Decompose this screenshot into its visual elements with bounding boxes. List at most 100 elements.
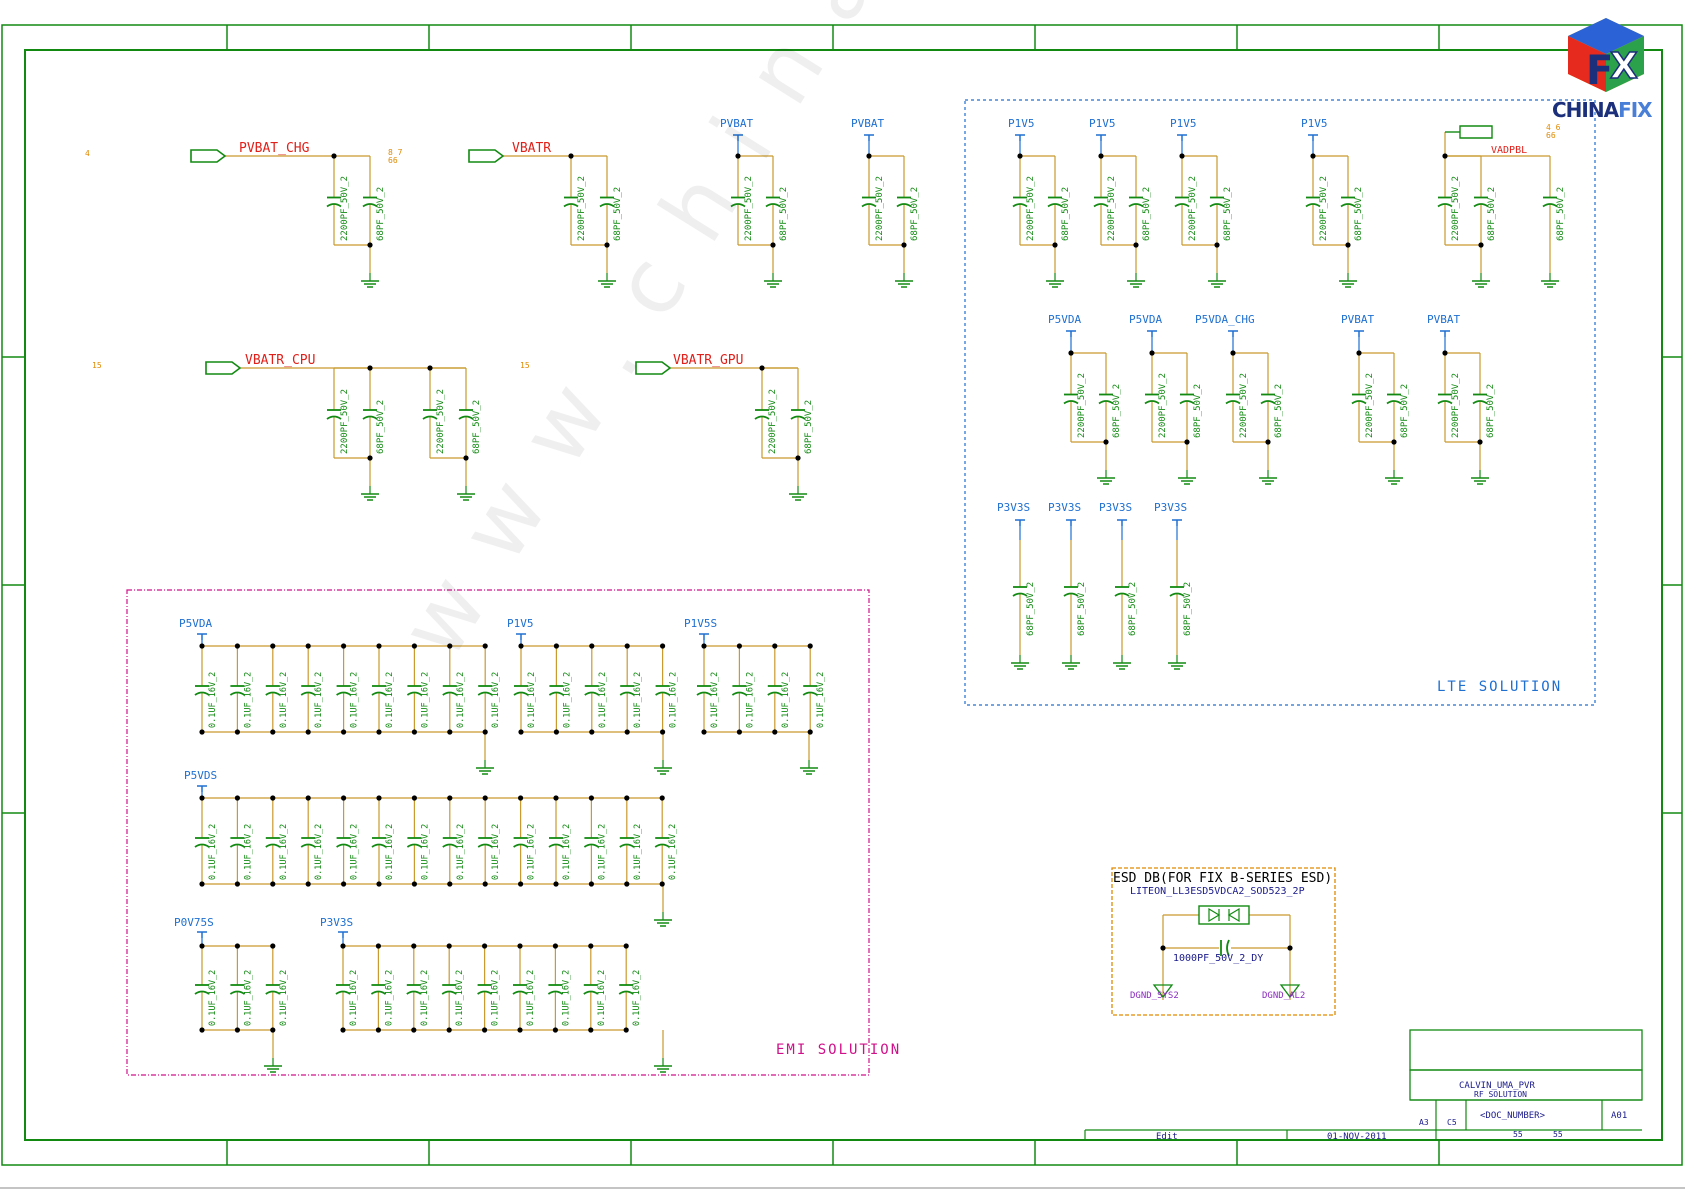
junction-dot — [340, 1027, 346, 1033]
junction-dot — [518, 881, 524, 887]
junction-dot — [552, 943, 559, 949]
offpage-connector — [190, 149, 227, 163]
offpage-connector — [205, 361, 242, 375]
junction-dot — [376, 881, 382, 887]
capacitor-plate — [300, 843, 316, 848]
cap-value-label: 0.1UF_16V_2 — [669, 672, 679, 728]
junction-dot — [341, 643, 347, 649]
outer-border — [1, 24, 1683, 1166]
cap-value-label: 0.1UF_16V_2 — [562, 672, 572, 728]
capacitor-plate — [1386, 400, 1402, 405]
cap-value-label: 68PF_50V_2 — [1400, 384, 1410, 438]
logo-text: CHINAFIX — [1552, 98, 1653, 122]
esd-net-right: DGND_AL2 — [1262, 991, 1306, 1001]
junction-dot — [624, 729, 630, 735]
power-rail-label: P5VDA — [1129, 313, 1163, 326]
junction-dot — [1265, 439, 1271, 445]
junction-dot — [772, 643, 778, 649]
junction-dot — [701, 729, 707, 735]
junction-dot — [447, 643, 453, 649]
cap-value-label: 68PF_50V_2 — [472, 400, 482, 454]
cap-value-label: 68PF_50V_2 — [1556, 187, 1566, 241]
cap-value-label: 0.1UF_16V_2 — [598, 672, 608, 728]
cap-value-label: 0.1UF_16V_2 — [279, 970, 289, 1026]
cap-value-label: 0.1UF_16V_2 — [632, 970, 642, 1026]
junction-dot — [1230, 350, 1236, 356]
cap-value-label: 0.1UF_16V_2 — [668, 824, 678, 880]
junction-dot — [772, 729, 778, 735]
cap-value-label: 0.1UF_16V_2 — [420, 970, 430, 1026]
cap-value-label: 0.1UF_16V_2 — [349, 970, 359, 1026]
capacitor-plate — [1226, 939, 1230, 957]
cap-value-label: 0.1UF_16V_2 — [208, 672, 218, 728]
junction-dot — [375, 943, 381, 949]
title-block-subtitle: RF SOLUTION — [1474, 1090, 1527, 1099]
cap-value-label: 2200PF_50V_2 — [1158, 373, 1168, 438]
junction-dot — [1442, 153, 1448, 159]
junction-dot — [553, 881, 559, 887]
cap-value-label: 0.1UF_16V_2 — [243, 672, 253, 728]
junction-dot — [588, 1027, 594, 1033]
capacitor-plate — [1179, 400, 1195, 405]
capacitor-plate — [1437, 400, 1453, 405]
junction-dot — [482, 729, 488, 735]
junction-dot — [1149, 350, 1155, 356]
capacitor-plate — [790, 415, 806, 420]
junction-dot — [446, 1027, 452, 1033]
junction-dot — [736, 729, 743, 735]
cap-value-label: 0.1UF_16V_2 — [420, 672, 430, 728]
power-rail-label: P1V5 — [1301, 117, 1328, 130]
esd-diode-symbol — [1208, 907, 1221, 923]
cap-value-label: 68PF_50V_2 — [910, 187, 920, 241]
capacitor-plate — [229, 990, 245, 995]
net-label-vbatr-gpu: VBATR_GPU — [673, 353, 744, 368]
cap-value-label: 68PF_50V_2 — [1354, 187, 1364, 241]
junction-dot — [660, 729, 666, 735]
cap-value-label: 0.1UF_16V_2 — [561, 970, 571, 1026]
capacitor-plate — [265, 691, 281, 696]
title-block-doc-number: <DOC_NUMBER> — [1480, 1111, 1546, 1121]
junction-dot — [199, 643, 205, 649]
capacitor-plate — [655, 691, 671, 696]
cap-value-label: 0.1UF_16V_2 — [597, 970, 607, 1026]
cap-value-label: 0.1UF_16V_2 — [279, 824, 289, 880]
junction-dot — [553, 643, 560, 649]
title-block-project: CALVIN_UMA_PVR — [1459, 1081, 1535, 1091]
capacitor-plate — [441, 990, 457, 995]
junction-dot — [305, 795, 311, 801]
capacitor-plate — [1542, 203, 1558, 208]
cap-value-label: 2200PF_50V_2 — [875, 176, 885, 241]
junction-dot — [759, 365, 765, 371]
capacitor-plate — [194, 691, 210, 696]
junction-dot — [447, 795, 453, 801]
cap-value-label: 2200PF_50V_2 — [1188, 176, 1198, 241]
junction-dot — [588, 795, 595, 801]
cap-value-label: 0.1UF_16V_2 — [781, 672, 791, 728]
cap-value-label: 68PF_50V_2 — [1026, 582, 1036, 636]
junction-dot — [604, 242, 610, 248]
cap-value-label: 0.1UF_16V_2 — [491, 970, 501, 1026]
cap-value-label: 0.1UF_16V_2 — [597, 824, 607, 880]
sheet-frame — [0, 24, 1685, 1189]
junction-dot — [234, 1027, 240, 1033]
capacitor-plate — [731, 691, 747, 696]
ground-symbol — [1279, 984, 1301, 999]
junction-dot — [341, 881, 347, 887]
junction-dot — [659, 881, 665, 887]
watermark: www.chinafix.com — [380, 0, 1241, 676]
junction-dot — [1184, 439, 1190, 445]
junction-dot — [1133, 242, 1139, 248]
cap-value-label: 0.1UF_16V_2 — [455, 970, 465, 1026]
cap-value-label: 0.1UF_16V_2 — [350, 672, 360, 728]
junction-dot — [1310, 153, 1316, 159]
cap-value-label: 0.1UF_16V_2 — [527, 824, 537, 880]
power-rail-label: P3V3S — [320, 916, 354, 929]
esd-title: ESD DB(FOR FIX B-SERIES ESD) — [1113, 871, 1333, 886]
capacitor-plate — [767, 691, 783, 696]
junction-dot — [376, 729, 382, 735]
junction-dot — [518, 795, 524, 801]
offpage-connector — [468, 149, 505, 163]
cap-value-label: 68PF_50V_2 — [1112, 384, 1122, 438]
capacitor-plate — [548, 843, 564, 848]
cap-value-label: 0.1UF_16V_2 — [350, 824, 360, 880]
